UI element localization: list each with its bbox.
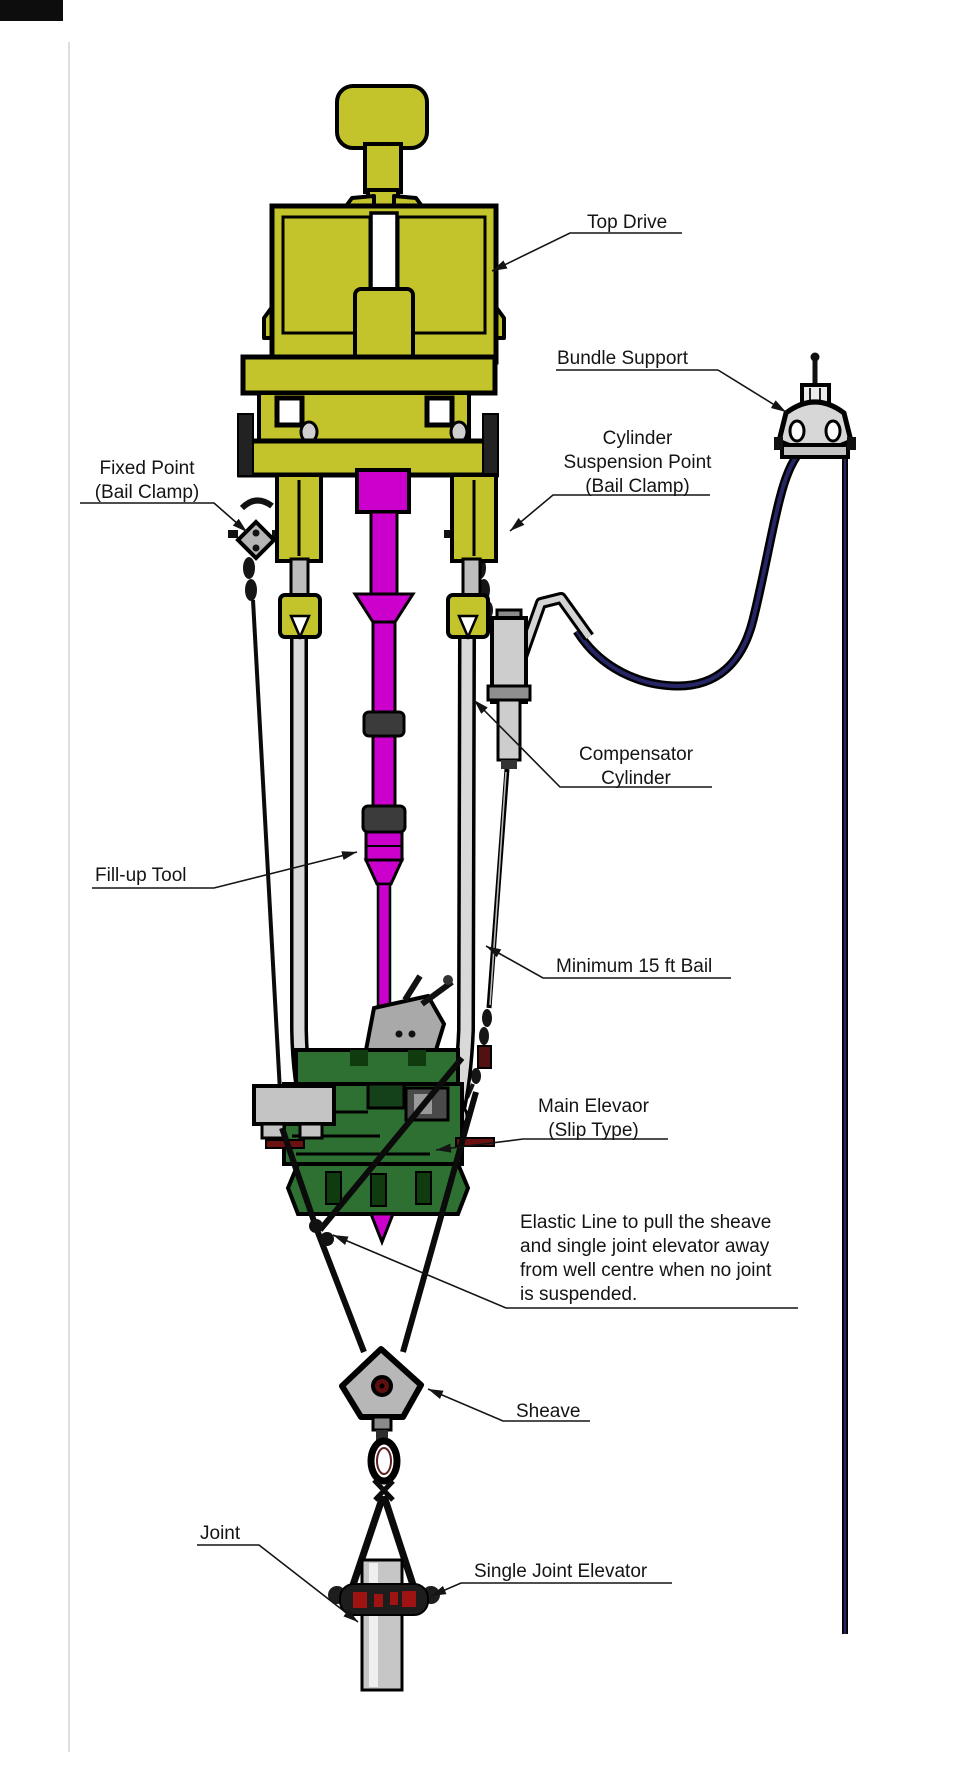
leader-top-drive [491, 232, 682, 272]
joint-pipe [360, 1558, 404, 1692]
leader-fixed-point [80, 502, 248, 533]
label-bundle-support: Bundle Support [557, 348, 688, 369]
leader-lines [80, 232, 798, 1623]
label-sheave: Sheave [516, 1401, 581, 1422]
label-fixed-point: Fixed Point (Bail Clamp) [94, 458, 200, 503]
sheave-drawing [339, 1346, 424, 1502]
top-drive-assembly [237, 84, 506, 641]
bail-clamp-left [228, 497, 284, 1129]
leader-main-elevator [435, 1138, 668, 1153]
fill-up-tool-drawing [352, 468, 416, 1052]
leader-fill-up-tool [92, 851, 358, 889]
corner-artifact [0, 0, 63, 21]
label-single-joint-elevator: Single Joint Elevator [474, 1561, 648, 1582]
leader-joint [197, 1544, 359, 1623]
label-top-drive: Top Drive [587, 212, 668, 233]
hose-and-cable [573, 450, 848, 1634]
leader-elastic-line [332, 1234, 798, 1309]
label-elastic-line-note: Elastic Line to pull the sheave and sing… [520, 1212, 772, 1305]
ropes [279, 1056, 479, 1354]
single-joint-elevator-drawing [328, 1494, 440, 1692]
leader-single-joint-elevator [430, 1582, 672, 1597]
leader-minimum-bail [485, 945, 731, 979]
label-fill-up-tool: Fill-up Tool [95, 865, 187, 886]
leader-compensator [473, 699, 712, 788]
leader-sheave [427, 1388, 590, 1422]
compensator-cylinder-drawing [465, 608, 532, 1099]
bundle-support-assembly [774, 352, 856, 459]
label-compensator-cylinder: Compensator Cylinder [578, 744, 694, 789]
leader-bundle-support [717, 369, 787, 413]
label-cylinder-suspension-point: Cylinder Suspension Point (Bail Clamp) [563, 428, 712, 497]
leader-cylinder-suspension [509, 494, 710, 532]
label-minimum-15ft-bail: Minimum 15 ft Bail [556, 956, 713, 977]
label-joint: Joint [200, 1523, 241, 1544]
label-main-elevator: Main Elevaor (Slip Type) [538, 1096, 649, 1141]
